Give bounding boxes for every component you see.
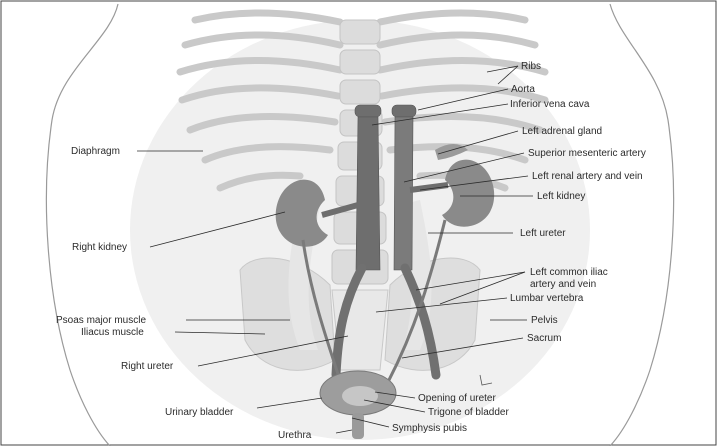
label-opening-of-ureter: Opening of ureter xyxy=(418,393,496,404)
label-trigone-of-bladder: Trigone of bladder xyxy=(428,407,509,418)
label-ribs: Ribs xyxy=(521,61,541,72)
label-iliacus-muscle: Iliacus muscle xyxy=(81,327,144,338)
label-right-ureter: Right ureter xyxy=(121,361,174,372)
label-lumbar-vertebra: Lumbar vertebra xyxy=(510,293,584,304)
label-left-common-iliac-2: artery and vein xyxy=(530,279,596,290)
label-left-kidney: Left kidney xyxy=(537,191,585,202)
label-right-kidney: Right kidney xyxy=(72,242,127,253)
label-superior-mesenteric-artery: Superior mesenteric artery xyxy=(528,148,646,159)
label-aorta: Aorta xyxy=(511,84,535,95)
label-symphysis-pubis: Symphysis pubis xyxy=(392,423,467,434)
label-left-common-iliac: Left common iliac xyxy=(530,267,608,278)
label-sacrum: Sacrum xyxy=(527,333,561,344)
urethra xyxy=(352,413,364,439)
label-pelvis: Pelvis xyxy=(531,315,558,326)
label-psoas-major-muscle: Psoas major muscle xyxy=(56,315,146,326)
label-inferior-vena-cava: Inferior vena cava xyxy=(510,99,590,110)
label-urethra: Urethra xyxy=(278,430,312,441)
label-left-ureter: Left ureter xyxy=(520,228,566,239)
label-left-adrenal-gland: Left adrenal gland xyxy=(522,126,602,137)
label-diaphragm: Diaphragm xyxy=(71,146,120,157)
label-left-renal-artery-vein: Left renal artery and vein xyxy=(532,171,643,182)
label-urinary-bladder: Urinary bladder xyxy=(165,407,234,418)
trigone-of-bladder xyxy=(342,386,378,406)
